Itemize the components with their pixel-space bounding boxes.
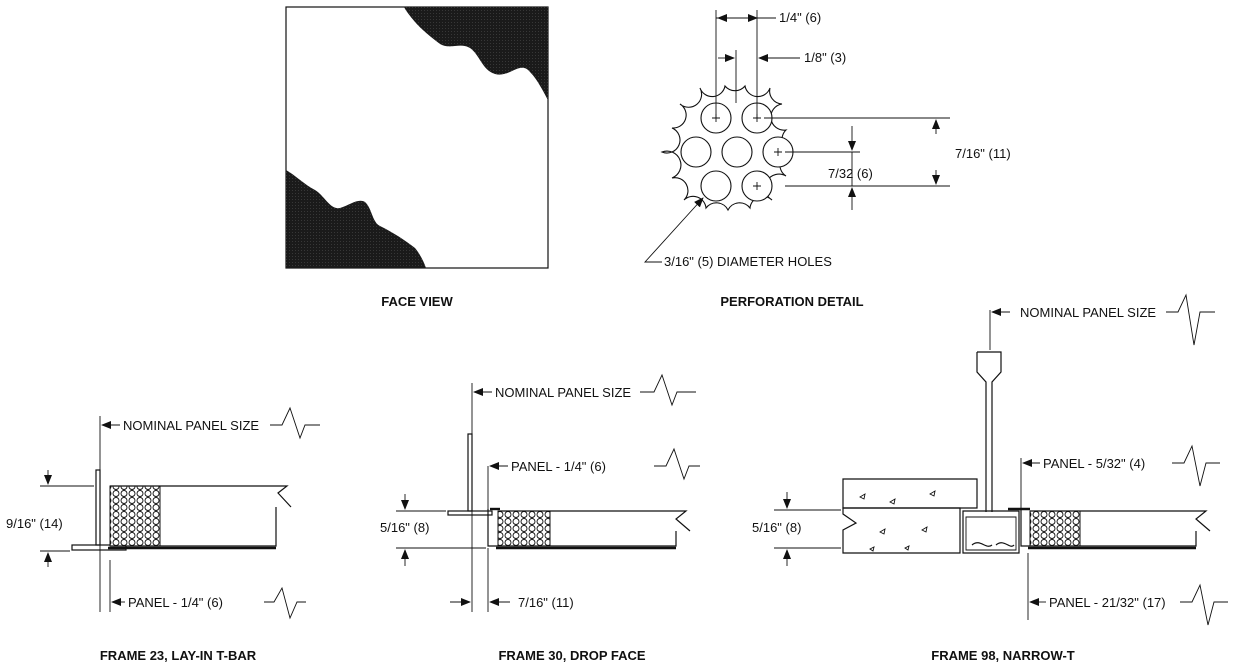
perforation-hole xyxy=(721,136,753,168)
frame-23-nominal-label: NOMINAL PANEL SIZE xyxy=(123,418,259,433)
panel-edge xyxy=(1020,509,1030,547)
perforated-edge xyxy=(109,485,161,547)
perforation-extension-lines xyxy=(715,10,950,187)
frame-23-height-label: 9/16" (14) xyxy=(6,516,63,531)
frame-98-caption: FRAME 98, NARROW-T xyxy=(931,648,1075,663)
narrow-t-channel-inner xyxy=(965,516,1017,551)
perforation-detail: 1/4" (6) 1/8" (3) 7/16" (11) 7/32 (6) 3/… xyxy=(643,10,1011,309)
dim-row-total-label: 7/16" (11) xyxy=(955,146,1011,161)
holes-note: 3/16" (5) DIAMETER HOLES xyxy=(664,254,832,269)
holes-leader xyxy=(643,197,704,263)
break-symbol xyxy=(1166,293,1215,346)
adjacent-panel-upper xyxy=(842,478,978,509)
frame-30-nominal-label: NOMINAL PANEL SIZE xyxy=(495,385,631,400)
face-view: FACE VIEW xyxy=(285,6,549,309)
face-texture-top xyxy=(404,7,548,100)
frame-30-caption: FRAME 30, DROP FACE xyxy=(498,648,645,663)
frame-98-panel-top-label: PANEL - 5/32" (4) xyxy=(1043,456,1145,471)
frame-30-panel-label: PANEL - 1/4" (6) xyxy=(511,459,606,474)
perforation-hole xyxy=(700,170,732,202)
perforated-edge xyxy=(497,510,551,547)
break-symbol xyxy=(654,447,700,481)
narrow-t-channel xyxy=(962,510,1020,554)
frame-30-drop-label: 7/16" (11) xyxy=(518,595,574,610)
dim-row-label: 7/32 (6) xyxy=(828,166,873,181)
panel-top xyxy=(500,510,691,532)
frame-30-height-label: 5/16" (8) xyxy=(380,520,429,535)
break-symbol xyxy=(270,406,320,440)
panel-edge xyxy=(487,509,498,547)
frame-98-nominal-label: NOMINAL PANEL SIZE xyxy=(1020,305,1156,320)
panel-face xyxy=(498,531,677,547)
frame-98-height-label: 5/16" (8) xyxy=(752,520,801,535)
concrete-aggregate xyxy=(859,490,936,552)
frame-23-detail: NOMINAL PANEL SIZE 9/16" (14) PANEL - 1/… xyxy=(6,406,320,663)
frame-23-caption: FRAME 23, LAY-IN T-BAR xyxy=(100,648,257,663)
break-symbol xyxy=(640,373,696,407)
dim-gap-label: 1/8" (3) xyxy=(804,50,846,65)
break-symbol xyxy=(1172,444,1220,487)
frame-98-panel-bottom-label: PANEL - 21/32" (17) xyxy=(1049,595,1166,610)
perforation-hole xyxy=(680,136,712,168)
narrow-t-clips xyxy=(971,542,1015,547)
tbar-flange xyxy=(447,510,493,516)
frame-30-detail: NOMINAL PANEL SIZE PANEL - 1/4" (6) 5/16… xyxy=(380,373,700,663)
tbar-stem xyxy=(467,433,473,512)
perforated-edge xyxy=(1029,510,1081,547)
adjacent-panel-lower xyxy=(842,507,961,554)
face-view-caption: FACE VIEW xyxy=(381,294,453,309)
frame-98-detail: NOMINAL PANEL SIZE PANEL - 5/32" (4) 5/1… xyxy=(752,293,1228,663)
panel-top xyxy=(110,485,292,508)
frame-23-panel-label: PANEL - 1/4" (6) xyxy=(128,595,223,610)
panel-top xyxy=(1030,510,1211,532)
tbar-stem xyxy=(95,469,101,546)
perforation-caption: PERFORATION DETAIL xyxy=(720,294,863,309)
break-symbol xyxy=(264,586,306,620)
face-texture-bottom xyxy=(286,170,426,268)
panel-face xyxy=(1030,531,1197,547)
panel-face xyxy=(110,507,277,547)
narrow-t-bulb xyxy=(976,351,1002,512)
break-symbol xyxy=(1180,583,1228,626)
dim-spacing-label: 1/4" (6) xyxy=(779,10,821,25)
